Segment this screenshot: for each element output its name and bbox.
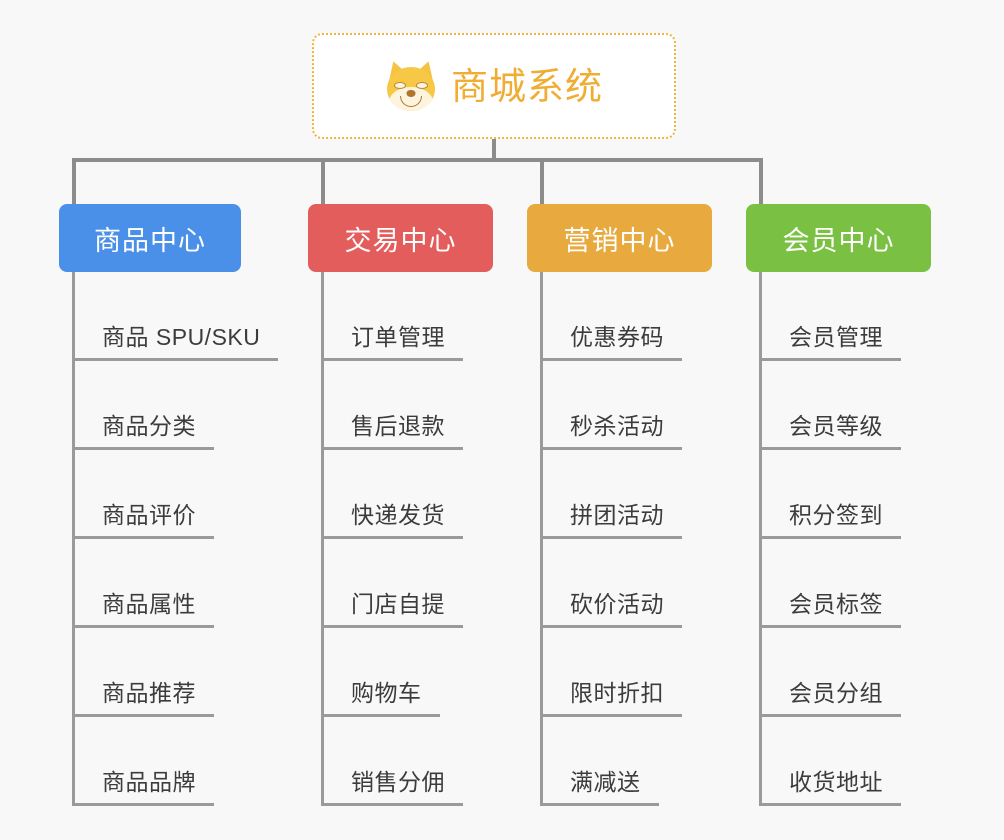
shiba-eye-left [394, 82, 406, 89]
category-box[interactable]: 交易中心 [308, 204, 493, 272]
leaf-item-label: 会员分组 [789, 679, 883, 706]
shiba-eye-right [416, 82, 428, 89]
leaf-item-label: 商品评价 [102, 501, 196, 528]
branch-spine [540, 272, 543, 806]
leaf-item-label: 门店自提 [351, 590, 445, 617]
leaf-item-underline: 商品评价 [72, 501, 214, 539]
leaf-item-label: 售后退款 [351, 412, 445, 439]
leaf-item-underline: 购物车 [321, 679, 440, 717]
connector-branch-drop [72, 158, 76, 204]
branch-column: 交易中心订单管理售后退款快递发货门店自提购物车销售分佣 [308, 204, 493, 806]
leaf-item-label: 会员等级 [789, 412, 883, 439]
leaf-item-underline: 限时折扣 [540, 679, 682, 717]
leaf-item-label: 快递发货 [351, 501, 445, 528]
leaf-item-underline: 积分签到 [759, 501, 901, 539]
leaf-item-label: 积分签到 [789, 501, 883, 528]
root-title: 商城系统 [451, 65, 603, 107]
branch-column: 会员中心会员管理会员等级积分签到会员标签会员分组收货地址 [746, 204, 931, 806]
branch-column: 商品中心商品 SPU/SKU 商品分类商品评价商品属性商品推荐商品品牌 [59, 204, 279, 806]
leaf-item-underline: 商品分类 [72, 412, 214, 450]
leaf-item-underline: 会员分组 [759, 679, 901, 717]
category-box[interactable]: 商品中心 [59, 204, 241, 272]
connector-branch-drop [759, 158, 763, 204]
leaf-item-underline: 拼团活动 [540, 501, 682, 539]
leaf-item-label: 优惠券码 [570, 323, 664, 350]
leaf-item-underline: 优惠券码 [540, 323, 682, 361]
leaf-item-label: 商品分类 [102, 412, 196, 439]
leaf-item-underline: 商品品牌 [72, 768, 214, 806]
leaf-item-underline: 门店自提 [321, 590, 463, 628]
leaf-item-label: 商品品牌 [102, 768, 196, 795]
leaf-item-label: 砍价活动 [570, 590, 664, 617]
leaf-item-underline: 砍价活动 [540, 590, 682, 628]
leaf-item-underline: 会员等级 [759, 412, 901, 450]
category-box[interactable]: 会员中心 [746, 204, 931, 272]
leaf-item-underline: 满减送 [540, 768, 659, 806]
leaf-item-label: 订单管理 [351, 323, 445, 350]
leaf-item-underline: 商品推荐 [72, 679, 214, 717]
leaf-item-label: 限时折扣 [570, 679, 664, 706]
leaf-item-label: 满减送 [570, 768, 641, 795]
branch-spine [321, 272, 324, 806]
leaf-item-label: 商品 SPU/SKU [102, 323, 261, 350]
branch-column: 营销中心优惠券码秒杀活动拼团活动砍价活动限时折扣满减送 [527, 204, 712, 806]
leaf-item-label: 拼团活动 [570, 501, 664, 528]
leaf-item-underline: 会员标签 [759, 590, 901, 628]
leaf-item-label: 销售分佣 [351, 768, 445, 795]
leaf-item-underline: 售后退款 [321, 412, 463, 450]
leaf-item-label: 会员管理 [789, 323, 883, 350]
leaf-item-underline: 秒杀活动 [540, 412, 682, 450]
connector-bus [72, 158, 763, 162]
shiba-nose [406, 90, 416, 97]
leaf-item-underline: 商品 SPU/SKU [72, 323, 279, 361]
leaf-item-label: 会员标签 [789, 590, 883, 617]
connector-branch-drop [540, 158, 544, 204]
connector-root-stem [492, 139, 496, 162]
leaf-item-label: 商品推荐 [102, 679, 196, 706]
leaf-item-label: 收货地址 [789, 768, 883, 795]
leaf-item-underline: 收货地址 [759, 768, 901, 806]
leaf-item-underline: 销售分佣 [321, 768, 463, 806]
leaf-item-underline: 会员管理 [759, 323, 901, 361]
shiba-dog-icon [383, 58, 439, 111]
branch-spine [759, 272, 762, 806]
branch-spine [72, 272, 75, 806]
connector-branch-drop [321, 158, 325, 204]
leaf-item-underline: 商品属性 [72, 590, 214, 628]
leaf-item-label: 秒杀活动 [570, 412, 664, 439]
shiba-head [387, 67, 435, 111]
leaf-item-underline: 订单管理 [321, 323, 463, 361]
leaf-item-label: 购物车 [351, 679, 422, 706]
root-node[interactable]: 商城系统 [312, 33, 676, 139]
category-box[interactable]: 营销中心 [527, 204, 712, 272]
leaf-item-label: 商品属性 [102, 590, 196, 617]
leaf-item-underline: 快递发货 [321, 501, 463, 539]
